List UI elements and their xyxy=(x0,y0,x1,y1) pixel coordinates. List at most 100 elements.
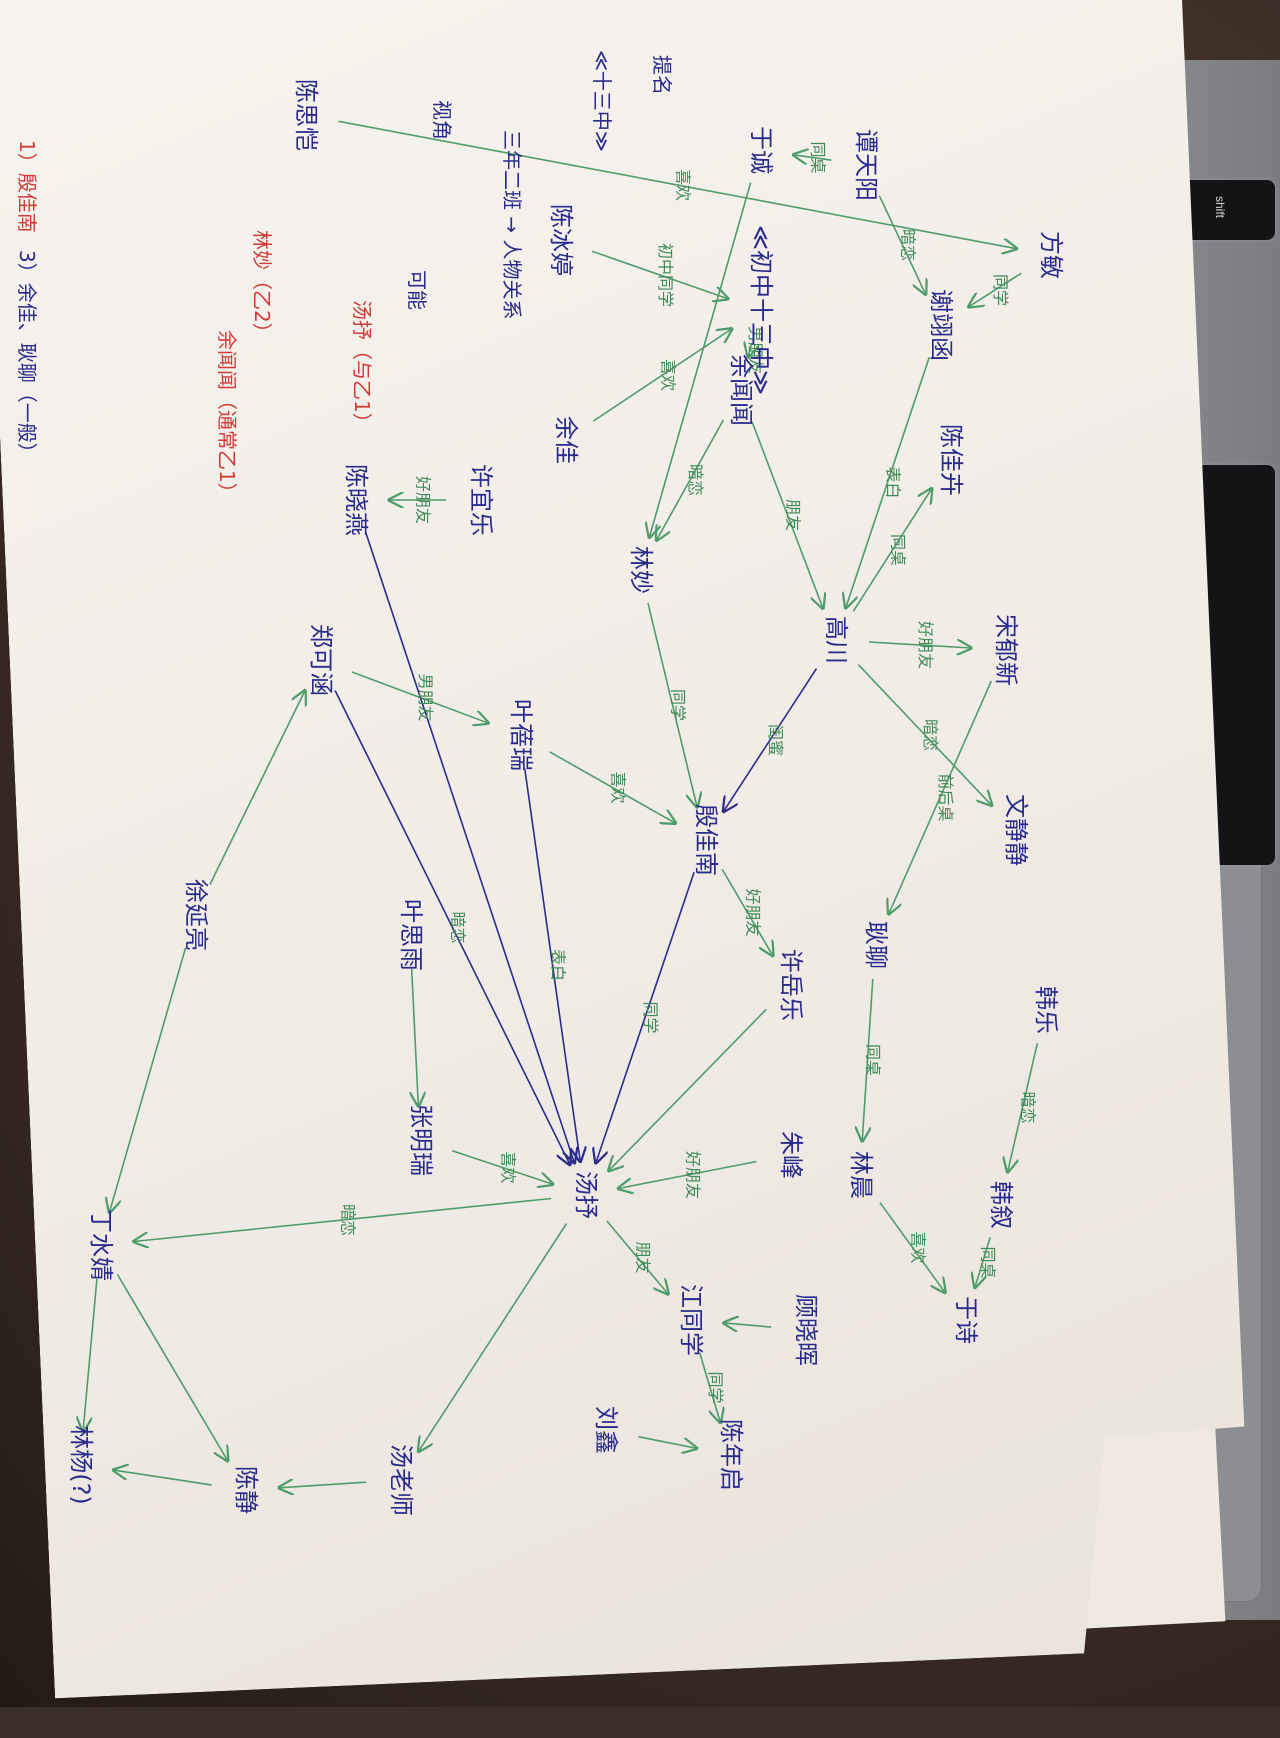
relation-label: 暗恋 xyxy=(686,464,705,496)
relation-label: 喜欢 xyxy=(674,169,693,201)
character-node: 汤抒 xyxy=(572,1171,600,1219)
character-node: 韩叙 xyxy=(987,1181,1015,1229)
relation-edge xyxy=(862,978,874,1141)
character-node: 陈年启 xyxy=(717,1419,745,1491)
edge-labels-layer: 喜欢同桌暗恋同学表白男朋友初中同学喜欢暗恋朋友同桌好朋友暗恋闺蜜前后桌同学好朋友… xyxy=(339,141,1038,1403)
margin-note: 3）余佳、耿聊（一般） xyxy=(15,250,39,463)
relation-label: 同桌 xyxy=(889,534,908,566)
relation-label: 同桌 xyxy=(864,1044,883,1076)
character-node: 林晨 xyxy=(847,1151,875,1199)
relation-edge xyxy=(591,250,728,299)
relation-edge xyxy=(657,419,725,541)
relation-label: 前后桌 xyxy=(936,773,955,821)
relation-edge xyxy=(452,1149,552,1184)
relation-label: 暗恋 xyxy=(339,1204,358,1236)
character-node: 叶蓓瑞 xyxy=(507,699,535,771)
relation-label: 同桌 xyxy=(809,141,828,173)
character-node: 刘鑫 xyxy=(592,1406,620,1454)
relation-edge xyxy=(83,1278,98,1431)
relation-label: 好朋友 xyxy=(744,888,763,936)
character-node: 郑可涵 xyxy=(307,624,335,696)
relation-edge xyxy=(878,195,925,294)
character-node: 陈晓燕 xyxy=(342,464,370,536)
character-node: 余闻闻 xyxy=(727,354,755,426)
character-node: 许岳乐 xyxy=(777,949,805,1021)
relation-label: 暗恋 xyxy=(921,719,940,751)
character-node: 殷佳南 xyxy=(692,804,720,876)
relation-label: 男朋友 xyxy=(746,326,765,374)
margin-note: 视角 xyxy=(430,100,454,140)
relation-edge xyxy=(724,1323,772,1327)
relation-edge xyxy=(334,690,570,1164)
character-node: 徐延亮 xyxy=(182,879,210,951)
relation-edge xyxy=(338,120,1016,248)
relation-edge xyxy=(134,1197,552,1241)
character-node: 陈静 xyxy=(232,1466,260,1514)
relation-label: 喜欢 xyxy=(609,771,628,803)
relation-label: 同学 xyxy=(641,1001,660,1033)
character-node: 叶思雨 xyxy=(397,899,425,971)
relation-label: 好朋友 xyxy=(916,621,935,669)
character-node: 文静静 xyxy=(1002,794,1030,866)
character-node: 陈思恺 xyxy=(292,79,320,151)
relation-edge xyxy=(846,357,931,607)
relation-label: 暗恋 xyxy=(899,229,918,261)
character-node: 韩乐 xyxy=(1032,986,1060,1034)
relation-label: 好朋友 xyxy=(414,476,433,524)
character-node: 张明瑞 xyxy=(407,1104,435,1176)
relation-label: 同学 xyxy=(669,689,688,721)
margin-note: 汤抒（与乙1） xyxy=(350,300,374,433)
relation-edge xyxy=(606,1220,668,1294)
relation-edge xyxy=(279,1482,367,1488)
relation-edge xyxy=(549,751,676,823)
character-node: 江同学 xyxy=(677,1284,705,1356)
character-node: 陈冰婷 xyxy=(547,204,575,276)
margin-note: 可能 xyxy=(405,270,429,310)
relation-edge xyxy=(975,1237,991,1288)
relation-edge xyxy=(649,182,752,538)
relation-label: 男朋友 xyxy=(416,673,435,721)
relation-label: 同学 xyxy=(991,274,1010,306)
relation-label: 同学 xyxy=(706,1371,725,1403)
relation-label: 暗恋 xyxy=(449,911,468,943)
margin-note: 林妙（乙2） xyxy=(250,230,274,343)
relation-label: 同桌 xyxy=(979,1246,998,1278)
character-node: ≪初中十三中≫ xyxy=(747,225,775,395)
edges-layer xyxy=(83,120,1039,1488)
relation-label: 喜欢 xyxy=(909,1231,928,1263)
nodes-layer: 陈思恺方敏谭天阳于诚谢翊函陈冰婷余闻闻≪初中十三中≫林妙余佳陈佳卉高川宋郁新许宜… xyxy=(67,79,1065,1516)
relation-edge xyxy=(596,871,695,1163)
character-node: 谭天阳 xyxy=(852,129,880,201)
relation-edge xyxy=(724,668,818,812)
relation-edge xyxy=(114,1470,212,1486)
character-node: 许宜乐 xyxy=(467,464,495,536)
relation-edge xyxy=(109,947,187,1213)
relation-edge xyxy=(364,532,575,1162)
relation-edge xyxy=(889,680,993,914)
relation-label: 喜欢 xyxy=(659,359,678,391)
character-node: 朱峰 xyxy=(777,1131,805,1179)
relation-edge xyxy=(419,1223,568,1452)
relation-edge xyxy=(116,1273,227,1460)
character-node: 丁水婧 xyxy=(87,1209,115,1281)
relation-edge xyxy=(852,489,931,612)
character-node: 方敏 xyxy=(1037,231,1065,279)
character-node: 于诗 xyxy=(952,1296,980,1344)
margin-note: 三年二班 → 人物关系 xyxy=(500,130,524,319)
relation-label: 表白 xyxy=(549,949,568,981)
relation-edge xyxy=(412,968,419,1106)
character-node: 顾晓晖 xyxy=(792,1294,820,1366)
character-node: 陈佳卉 xyxy=(937,424,965,496)
character-node: 林妙 xyxy=(627,546,655,594)
relation-edge xyxy=(748,343,752,357)
relation-edge xyxy=(638,1435,696,1449)
character-node: 林杨(?) xyxy=(67,1425,95,1504)
character-node: 谢翊函 xyxy=(927,289,955,361)
relation-edge xyxy=(1008,1042,1039,1172)
relation-edge xyxy=(523,768,580,1162)
relation-label: 喜欢 xyxy=(499,1151,518,1183)
relation-edge xyxy=(609,1008,767,1170)
relation-edge xyxy=(698,1352,721,1423)
relation-label: 好朋友 xyxy=(684,1151,703,1199)
